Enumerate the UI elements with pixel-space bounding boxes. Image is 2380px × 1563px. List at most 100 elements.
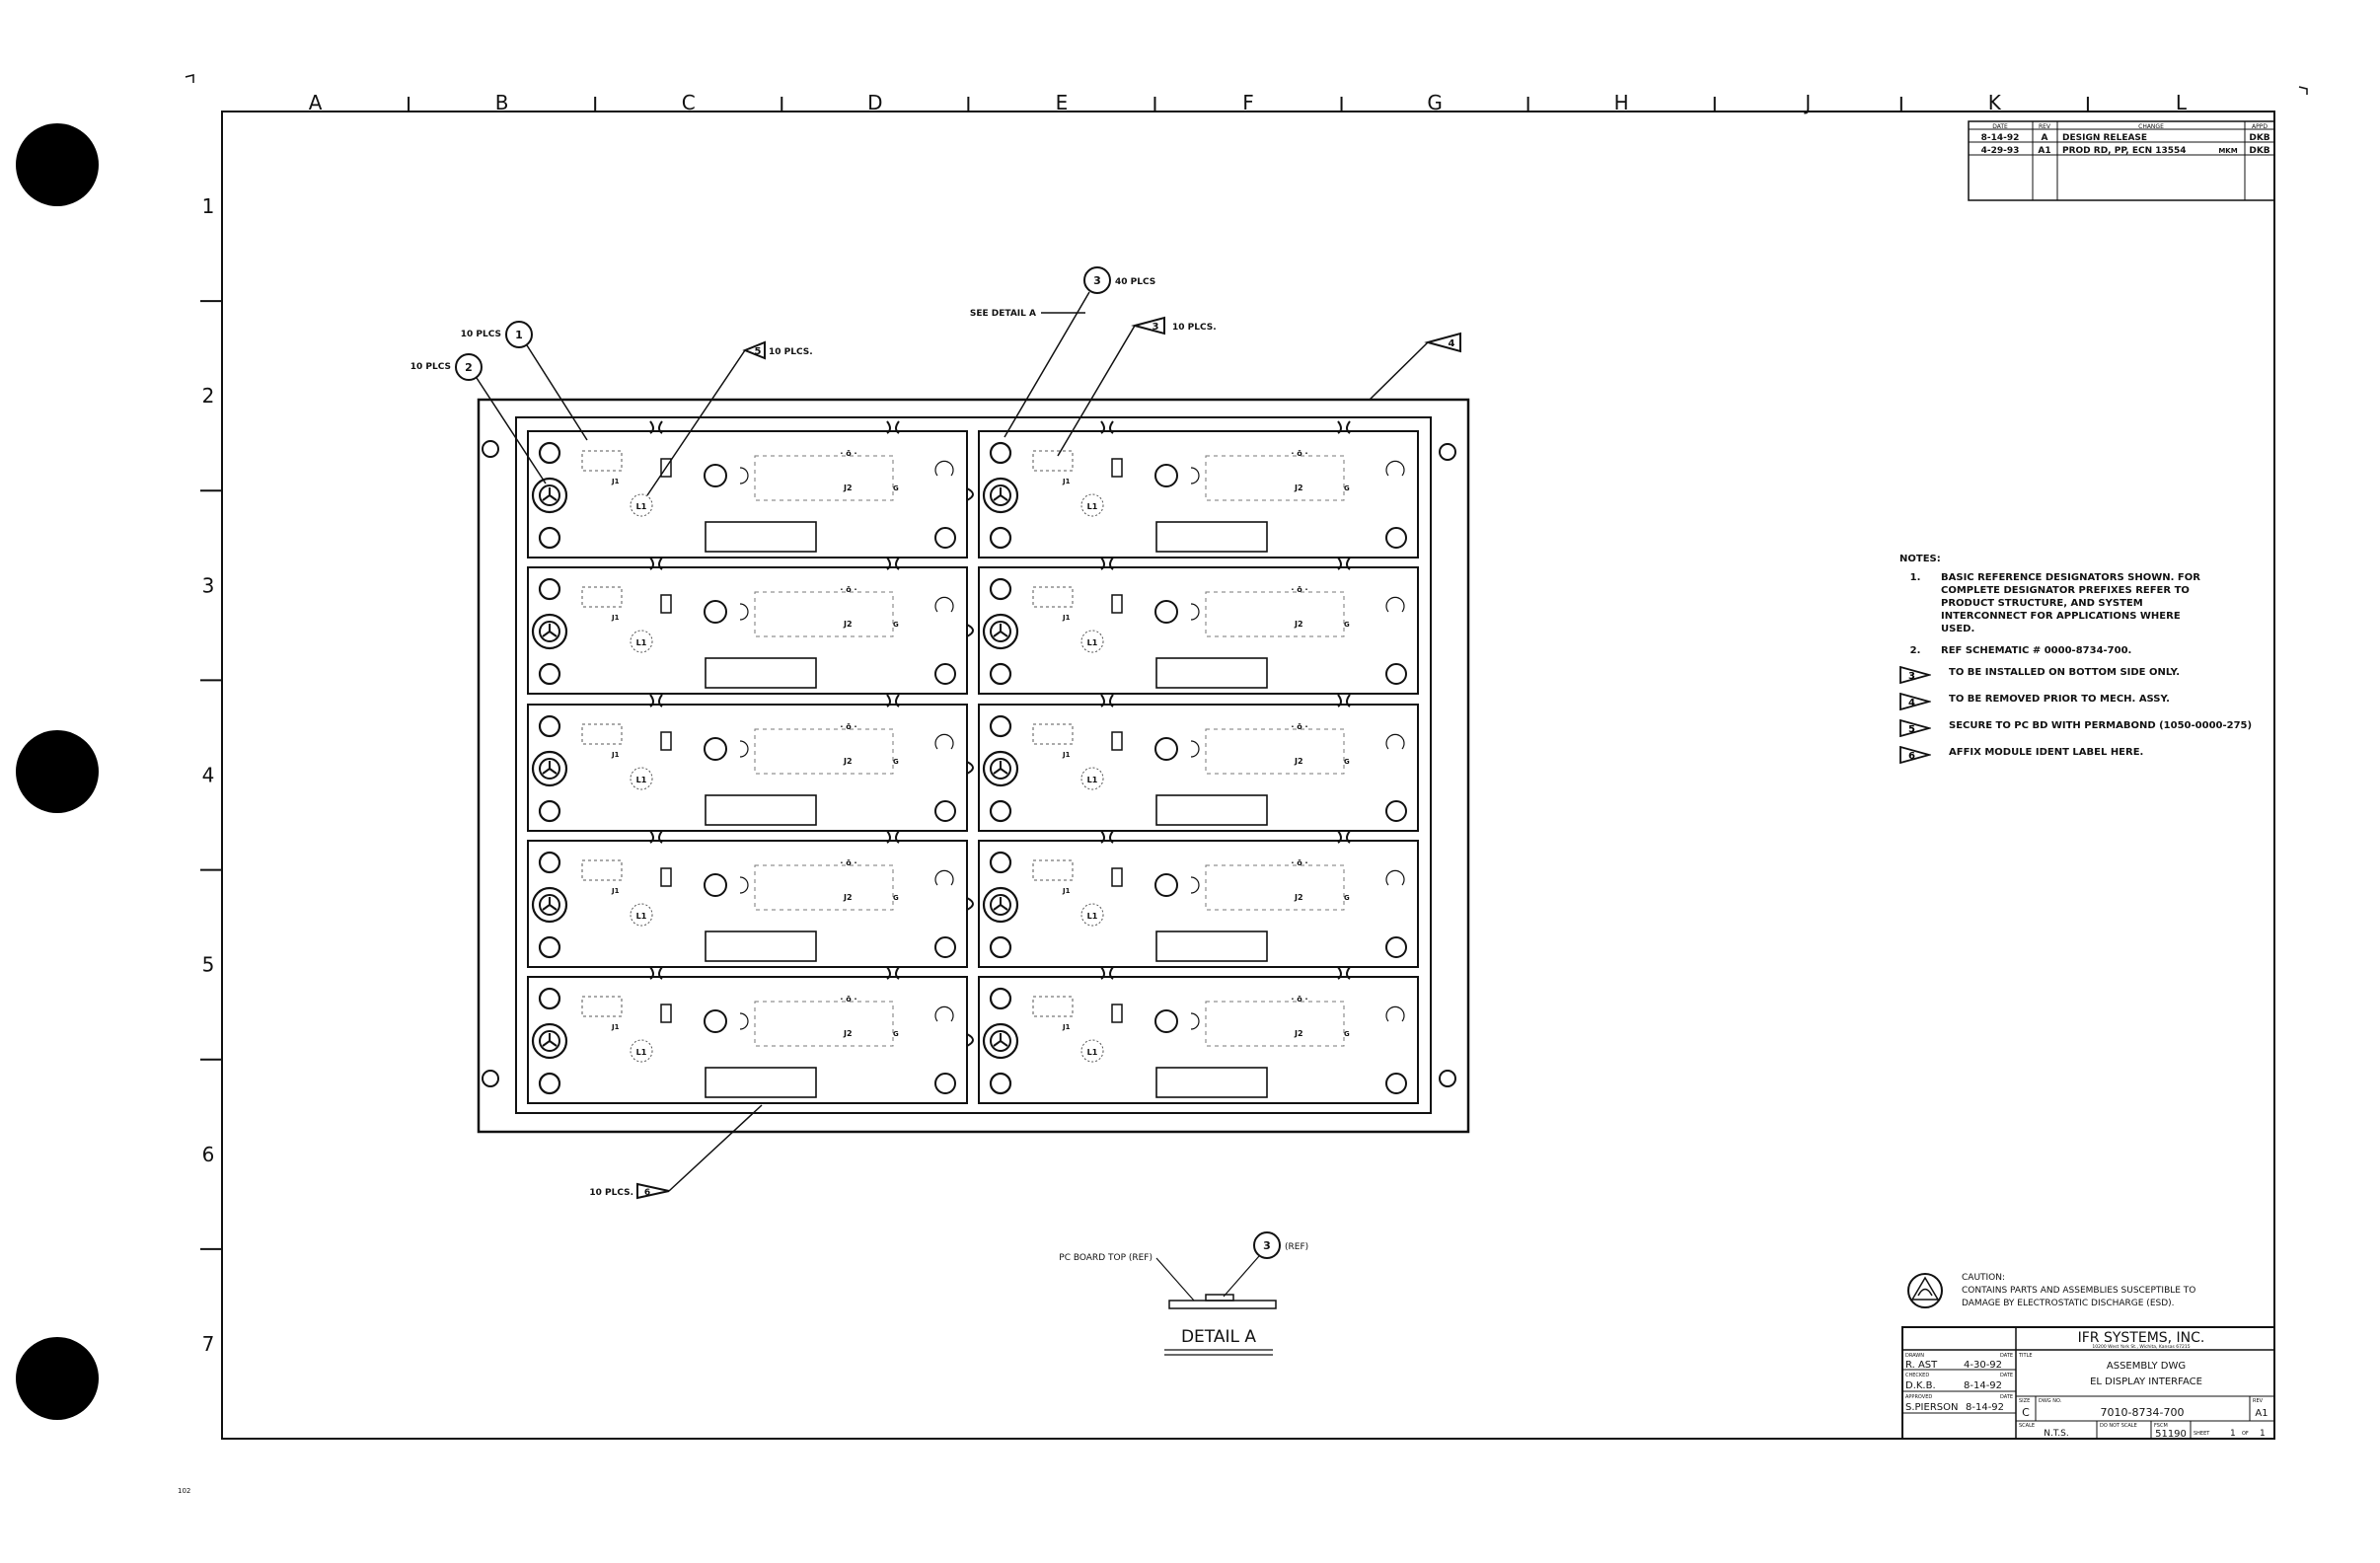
rev-row2-initials: MKM [2218, 147, 2237, 155]
row-zone-label: 3 [202, 573, 215, 597]
l1-label: L1 [1087, 1048, 1098, 1057]
row-zone-label: 6 [202, 1143, 215, 1166]
l1-label: L1 [636, 912, 647, 921]
note-6-flag-number: 6 [1908, 751, 1915, 762]
j2-label: J2 [843, 620, 853, 629]
panel-tooling-hole-bl [482, 1070, 499, 1087]
tb-size-label: SIZE [2019, 1398, 2030, 1404]
j2-label: J2 [1294, 620, 1303, 629]
binder-hole-top [16, 123, 99, 206]
note-4: 4 TO BE REMOVED PRIOR TO MECH. ASSY. [1899, 693, 2274, 710]
rev-header-rev: REV [2039, 123, 2051, 130]
esd-caution: CAUTION: CONTAINS PARTS AND ASSEMBLIES S… [1907, 1273, 2195, 1308]
l1-label: L1 [636, 502, 647, 511]
callout-3-flag-number: 3 [1153, 322, 1159, 333]
tb-title-line1: ASSEMBLY DWG [2107, 1361, 2186, 1372]
column-zone-label: L [2176, 91, 2188, 114]
rev-row1-change: DESIGN RELEASE [2062, 133, 2147, 143]
tb-of-label: OF [2242, 1431, 2249, 1437]
tb-drawn-date: 4-30-92 [1964, 1360, 2002, 1371]
svg-text:· ō ·: · ō · [1291, 449, 1307, 458]
tb-title-label: TITLE [2018, 1353, 2033, 1359]
j1-label: J1 [611, 614, 620, 622]
rev-row2-rev: A1 [2038, 146, 2050, 156]
note-5-flag: 5 [1899, 719, 1931, 737]
detail-callout-number: 3 [1263, 1239, 1271, 1252]
note-4-flag-number: 4 [1908, 698, 1915, 708]
corner-mark-tr [2298, 86, 2308, 95]
j2-label: J2 [1294, 484, 1303, 492]
j2-label: J2 [1294, 893, 1303, 902]
l1-label: L1 [636, 1048, 647, 1057]
rev-row2-change: PROD RD, PP, ECN 13554 [2062, 146, 2187, 156]
g-label: G [1344, 758, 1350, 766]
rev-header-date: DATE [1992, 123, 2008, 130]
g-label: G [893, 758, 899, 766]
callout-6-text: 10 PLCS. [589, 1188, 633, 1198]
tb-noscale-label: DO NOT SCALE [2100, 1423, 2137, 1429]
j2-label: J2 [843, 893, 853, 902]
callout-3-top-text: 40 PLCS [1115, 277, 1155, 287]
see-detail-label: SEE DETAIL A [970, 309, 1036, 319]
row-zone-label: 4 [202, 764, 215, 787]
callout-2: 2 10 PLCS [410, 353, 547, 484]
tb-address: 10200 West York St., Wichita, Kansas 672… [2092, 1344, 2190, 1350]
callout-1-text: 10 PLCS [461, 330, 501, 339]
tb-fscm: 51190 [2155, 1429, 2187, 1440]
tb-title-line2: EL DISPLAY INTERFACE [2090, 1377, 2202, 1387]
note-6-text: AFFIX MODULE IDENT LABEL HERE. [1949, 747, 2144, 758]
tb-drawn-label: DRAWN [1905, 1353, 1924, 1359]
note-3-flag: 3 [1899, 666, 1931, 684]
callout-3-top: 3 40 PLCS SEE DETAIL A [970, 266, 1155, 438]
tb-size: C [2022, 1406, 2030, 1419]
revision-table: DATE REV CHANGE APPD 8-14-92 A DESIGN RE… [1968, 120, 2275, 201]
row-zone-label: 5 [202, 953, 215, 977]
tb-date-label-2: DATE [2000, 1373, 2013, 1378]
j1-label: J1 [1062, 614, 1071, 622]
note-3: 3 TO BE INSTALLED ON BOTTOM SIDE ONLY. [1899, 666, 2274, 684]
note-2-number: 2. [1909, 645, 1921, 656]
g-label: G [1344, 1030, 1350, 1038]
column-zone-label: K [1988, 91, 2002, 114]
column-zone-label: B [495, 91, 509, 114]
j1-label: J1 [611, 478, 620, 485]
j2-label: J2 [1294, 1029, 1303, 1038]
tb-date-label-1: DATE [2000, 1353, 2013, 1359]
binder-hole-bottom [16, 1337, 99, 1420]
note-5-flag-number: 5 [1908, 724, 1915, 735]
svg-text:· ō ·: · ō · [1291, 722, 1307, 731]
l1-label: L1 [1087, 638, 1098, 647]
column-zone-label: J [1803, 91, 1811, 114]
note-6: 6 AFFIX MODULE IDENT LABEL HERE. [1899, 746, 2274, 764]
note-1-number: 1. [1909, 572, 1921, 583]
g-label: G [893, 621, 899, 629]
tb-approved-by: S.PIERSON [1905, 1402, 1958, 1413]
tb-approved-label: APPROVED [1905, 1394, 1932, 1400]
note-1-text: BASIC REFERENCE DESIGNATORS SHOWN. FOR C… [1941, 572, 2200, 634]
tb-checked-date: 8-14-92 [1964, 1380, 2002, 1391]
column-zone-label: A [309, 91, 323, 114]
tb-scale-label: SCALE [2019, 1423, 2035, 1429]
j2-label: J2 [843, 1029, 853, 1038]
tb-dwg-no: 7010-8734-700 [2101, 1406, 2185, 1419]
j1-label: J1 [611, 751, 620, 759]
callout-5-flag: 5 10 PLCS. [646, 340, 813, 496]
callout-3-flag: 3 10 PLCS. [1057, 316, 1217, 457]
j1-label: J1 [611, 1023, 620, 1031]
g-label: G [1344, 894, 1350, 902]
rev-header-appd: APPD [2252, 123, 2268, 130]
tb-fscm-label: FSCM [2154, 1423, 2168, 1429]
g-label: G [893, 894, 899, 902]
column-zone-label: G [1427, 91, 1443, 114]
